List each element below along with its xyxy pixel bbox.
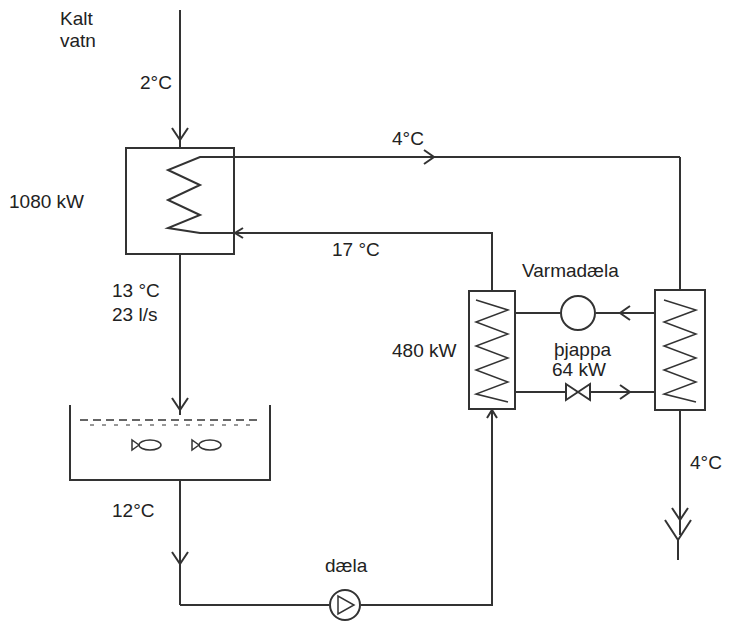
- temperature-label: 13 °C: [112, 280, 160, 302]
- heat-pump-label: Varmadæla: [522, 260, 619, 282]
- temperature-label: 12°C: [112, 500, 154, 522]
- temperature-label: 2°C: [140, 72, 172, 94]
- edge-label: 17 °C: [330, 239, 382, 261]
- temperature-label: 4°C: [690, 452, 722, 474]
- temperature-label: 4°C: [392, 128, 424, 150]
- node-text: 1080 kW: [9, 191, 84, 213]
- heat-exchanger: 1080 kW: [125, 147, 235, 255]
- condenser-box: 480 kW: [468, 290, 516, 410]
- compressor-circle: þjappa64 kW: [560, 295, 596, 331]
- pump-circle: dæla: [329, 589, 361, 621]
- node-text: þjappa: [554, 339, 611, 361]
- pipe-connector: [235, 233, 492, 290]
- node-text: dæla: [325, 555, 367, 577]
- flow-label: 23 l/s: [112, 304, 157, 326]
- node-text: 480 kW: [392, 340, 456, 362]
- pipe-connector: [361, 410, 492, 605]
- node-text: 64 kW: [552, 359, 606, 381]
- inlet-label: Kalt vatn: [60, 8, 110, 52]
